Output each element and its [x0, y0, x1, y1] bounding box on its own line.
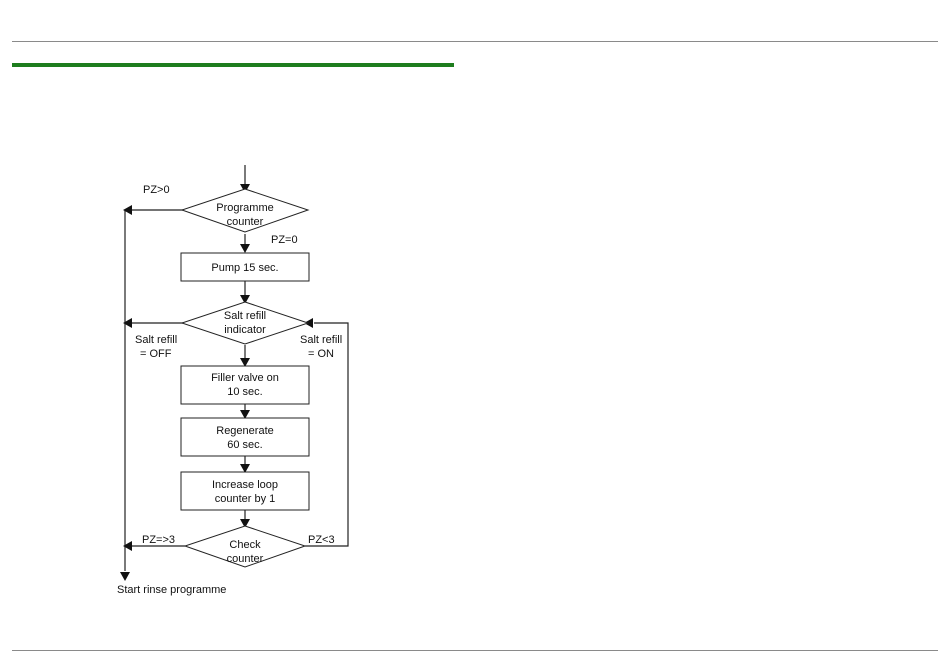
end-label-start-rinse: Start rinse programme	[117, 584, 226, 596]
decision-salt-refill-indicator: Salt refill indicator	[182, 302, 308, 344]
arrowhead-pump	[240, 244, 250, 253]
arrowhead-pz-gt-0	[123, 205, 132, 215]
process-label-line-1: Filler valve on	[211, 372, 279, 384]
decision-label-line-1: Programme	[216, 202, 273, 214]
process-label-line-2: counter by 1	[215, 493, 276, 505]
decision-label-line-2: counter	[227, 216, 264, 228]
process-increase-loop-counter: Increase loop counter by 1	[181, 472, 309, 510]
edge-label-salt-on-line-1: Salt refill	[300, 334, 342, 346]
process-pump: Pump 15 sec.	[181, 253, 309, 281]
decision-label-line-1: Check	[229, 539, 261, 551]
arrowhead-salt-off	[123, 318, 132, 328]
process-label-line-1: Increase loop	[212, 479, 278, 491]
decision-label-line-1: Salt refill	[224, 310, 266, 322]
process-label-line-1: Pump 15 sec.	[211, 262, 278, 274]
process-label-line-2: 10 sec.	[227, 386, 262, 398]
process-filler-valve: Filler valve on 10 sec.	[181, 366, 309, 404]
decision-label-line-2: counter	[227, 553, 264, 565]
edge-label-pz-gt-0: PZ>0	[143, 184, 170, 196]
edge-label-pz-ge-3: PZ=>3	[142, 534, 175, 546]
edge-label-salt-off-line-2: = OFF	[140, 348, 172, 360]
arrowhead-pz-ge-3	[123, 541, 132, 551]
edge-label-salt-off-line-1: Salt refill	[135, 334, 177, 346]
process-regenerate: Regenerate 60 sec.	[181, 418, 309, 456]
arrowhead-exit	[120, 572, 130, 581]
edge-label-salt-on-line-2: = ON	[308, 348, 334, 360]
decision-label-line-2: indicator	[224, 324, 266, 336]
decision-shape	[182, 302, 308, 344]
edge-label-pz-eq-0: PZ=0	[271, 234, 298, 246]
process-label-line-1: Regenerate	[216, 425, 274, 437]
decision-check-counter: Check counter	[185, 526, 305, 567]
edge-label-pz-lt-3: PZ<3	[308, 534, 335, 546]
decision-programme-counter: Programme counter	[182, 189, 308, 232]
process-label-line-2: 60 sec.	[227, 439, 262, 451]
